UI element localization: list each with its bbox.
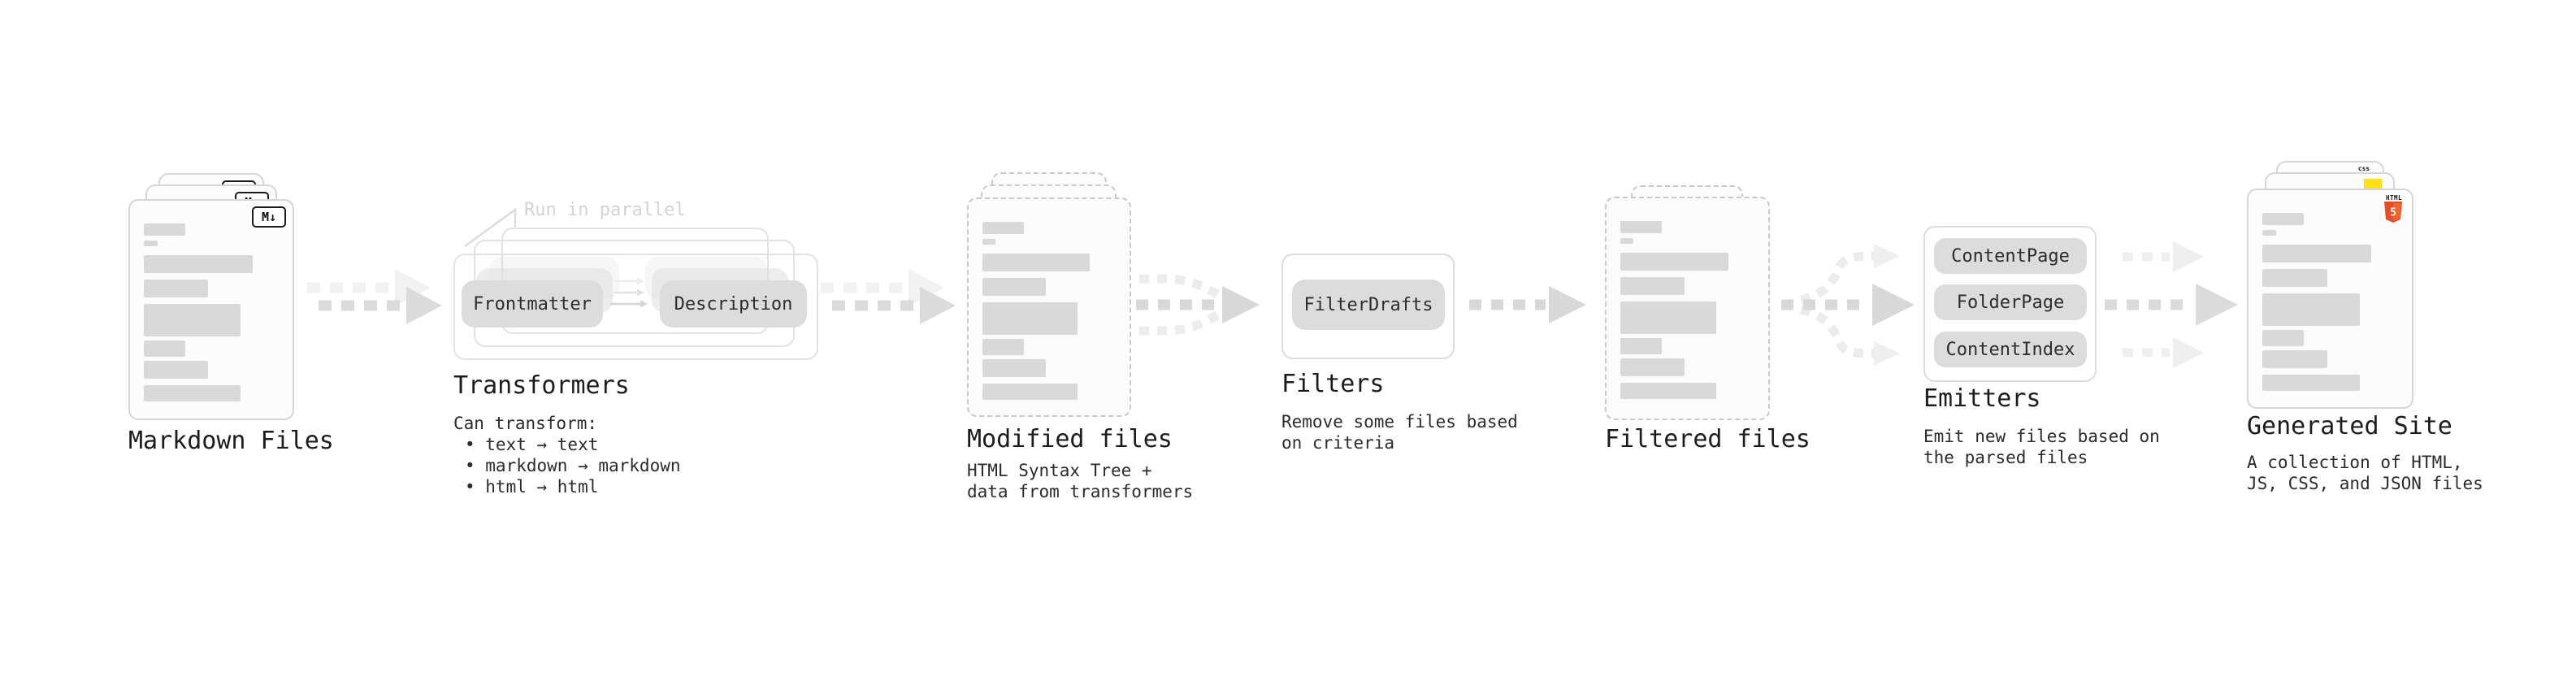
skeleton-bar xyxy=(144,361,209,379)
desc-line: Remove some files based xyxy=(1281,412,1518,432)
arrow-transformers-to-modified xyxy=(821,269,956,324)
transformer-pill-frontmatter: Frontmatter xyxy=(462,280,603,327)
skeleton-bar xyxy=(2262,230,2276,236)
skeleton-bar xyxy=(1620,238,1634,244)
html5-shield: 5 xyxy=(2384,202,2402,223)
stage-label-filters: Filters xyxy=(1281,370,1385,398)
skeleton-bar xyxy=(1620,301,1717,334)
desc-line: on criteria xyxy=(1281,433,1395,453)
transformers-description: Can transform: • text → text • markdown … xyxy=(453,413,681,497)
modified-document-card xyxy=(967,197,1131,417)
markdown-document-card: M↓ xyxy=(128,199,294,420)
skeleton-bar xyxy=(2262,330,2305,346)
desc-line: A collection of HTML, xyxy=(2247,453,2463,472)
run-in-parallel-leader-line xyxy=(464,207,517,248)
desc-line: the parsed files xyxy=(1923,448,2088,467)
markdown-icon: M↓ xyxy=(252,206,286,228)
skeleton-bar xyxy=(2262,245,2372,262)
stage-label-transformers: Transformers xyxy=(453,371,630,400)
skeleton-bar xyxy=(2262,350,2327,368)
emitters-description: Emit new files based on the parsed files xyxy=(1923,426,2160,468)
skeleton-bar xyxy=(144,223,186,236)
skeleton-bar xyxy=(982,278,1047,296)
skeleton-bar xyxy=(1620,338,1662,354)
stage-label-filtered-files: Filtered files xyxy=(1605,425,1811,453)
stage-label-generated-site: Generated Site xyxy=(2247,412,2452,440)
skeleton-bar xyxy=(1620,253,1728,271)
skeleton-bar xyxy=(1620,383,1717,399)
stage-label-emitters: Emitters xyxy=(1923,384,2041,413)
emitter-pill-contentpage: ContentPage xyxy=(1934,238,2087,274)
arrow-filtered-to-emitters xyxy=(1781,244,1915,366)
skeleton-bar xyxy=(144,385,241,401)
desc-line: Can transform: xyxy=(453,414,598,433)
svg-text:5: 5 xyxy=(2390,207,2396,219)
emitter-pill-folderpage: FolderPage xyxy=(1934,284,2087,320)
skeleton-bar xyxy=(1620,221,1662,233)
stage-label-modified-files: Modified files xyxy=(967,425,1173,453)
skeleton-bar xyxy=(982,339,1024,355)
generated-site-description: A collection of HTML, JS, CSS, and JSON … xyxy=(2247,452,2483,494)
arrow-filters-to-filtered xyxy=(1469,286,1586,323)
skeleton-bar xyxy=(2262,213,2305,225)
skeleton-bar xyxy=(144,241,158,246)
skeleton-bar xyxy=(144,255,253,273)
skeleton-bar xyxy=(144,340,186,357)
skeleton-bar xyxy=(982,254,1091,271)
stage-label-markdown-files: Markdown Files xyxy=(128,427,334,455)
skeleton-bar xyxy=(2262,269,2327,287)
run-in-parallel-note: Run in parallel xyxy=(524,200,686,220)
transformer-box-front xyxy=(453,254,818,360)
transformer-mini-arrows xyxy=(610,277,648,308)
skeleton-bar xyxy=(982,384,1078,400)
desc-bullet: • markdown → markdown xyxy=(465,456,681,475)
arrow-markdown-to-transformers xyxy=(307,269,442,324)
skeleton-bar xyxy=(982,302,1078,335)
skeleton-bar xyxy=(982,222,1024,234)
desc-line: HTML Syntax Tree + xyxy=(967,461,1152,480)
generated-site-document-card: HTML 5 xyxy=(2247,189,2413,409)
desc-bullet: • text → text xyxy=(465,435,599,454)
document-skeleton xyxy=(969,199,1130,415)
desc-line: data from transformers xyxy=(967,482,1194,501)
arrow-emitters-to-generated xyxy=(2105,241,2238,368)
skeleton-bar xyxy=(982,359,1047,377)
skeleton-bar xyxy=(2262,293,2360,326)
modified-files-description: HTML Syntax Tree + data from transformer… xyxy=(967,460,1193,502)
skeleton-bar xyxy=(1620,277,1685,295)
document-skeleton xyxy=(1607,198,1768,419)
desc-bullet: • html → html xyxy=(465,477,599,497)
skeleton-bar xyxy=(1620,358,1685,376)
skeleton-bar xyxy=(144,280,209,297)
html5-icon: HTML 5 xyxy=(2383,194,2405,223)
filtered-document-card xyxy=(1605,197,1770,420)
skeleton-bar xyxy=(2262,375,2360,391)
skeleton-bar xyxy=(982,239,996,245)
document-skeleton xyxy=(130,201,293,419)
javascript-icon xyxy=(2364,179,2382,189)
arrow-modified-to-filters xyxy=(1136,274,1260,336)
desc-line: Emit new files based on xyxy=(1923,427,2160,446)
filters-description: Remove some files based on criteria xyxy=(1281,411,1518,453)
desc-line: JS, CSS, and JSON files xyxy=(2247,474,2483,493)
transformer-pill-description: Description xyxy=(660,280,807,327)
emitter-pill-contentindex: ContentIndex xyxy=(1934,332,2087,367)
filter-pill-filterdrafts: FilterDrafts xyxy=(1292,280,1445,330)
skeleton-bar xyxy=(144,304,241,336)
document-skeleton xyxy=(2249,190,2412,407)
